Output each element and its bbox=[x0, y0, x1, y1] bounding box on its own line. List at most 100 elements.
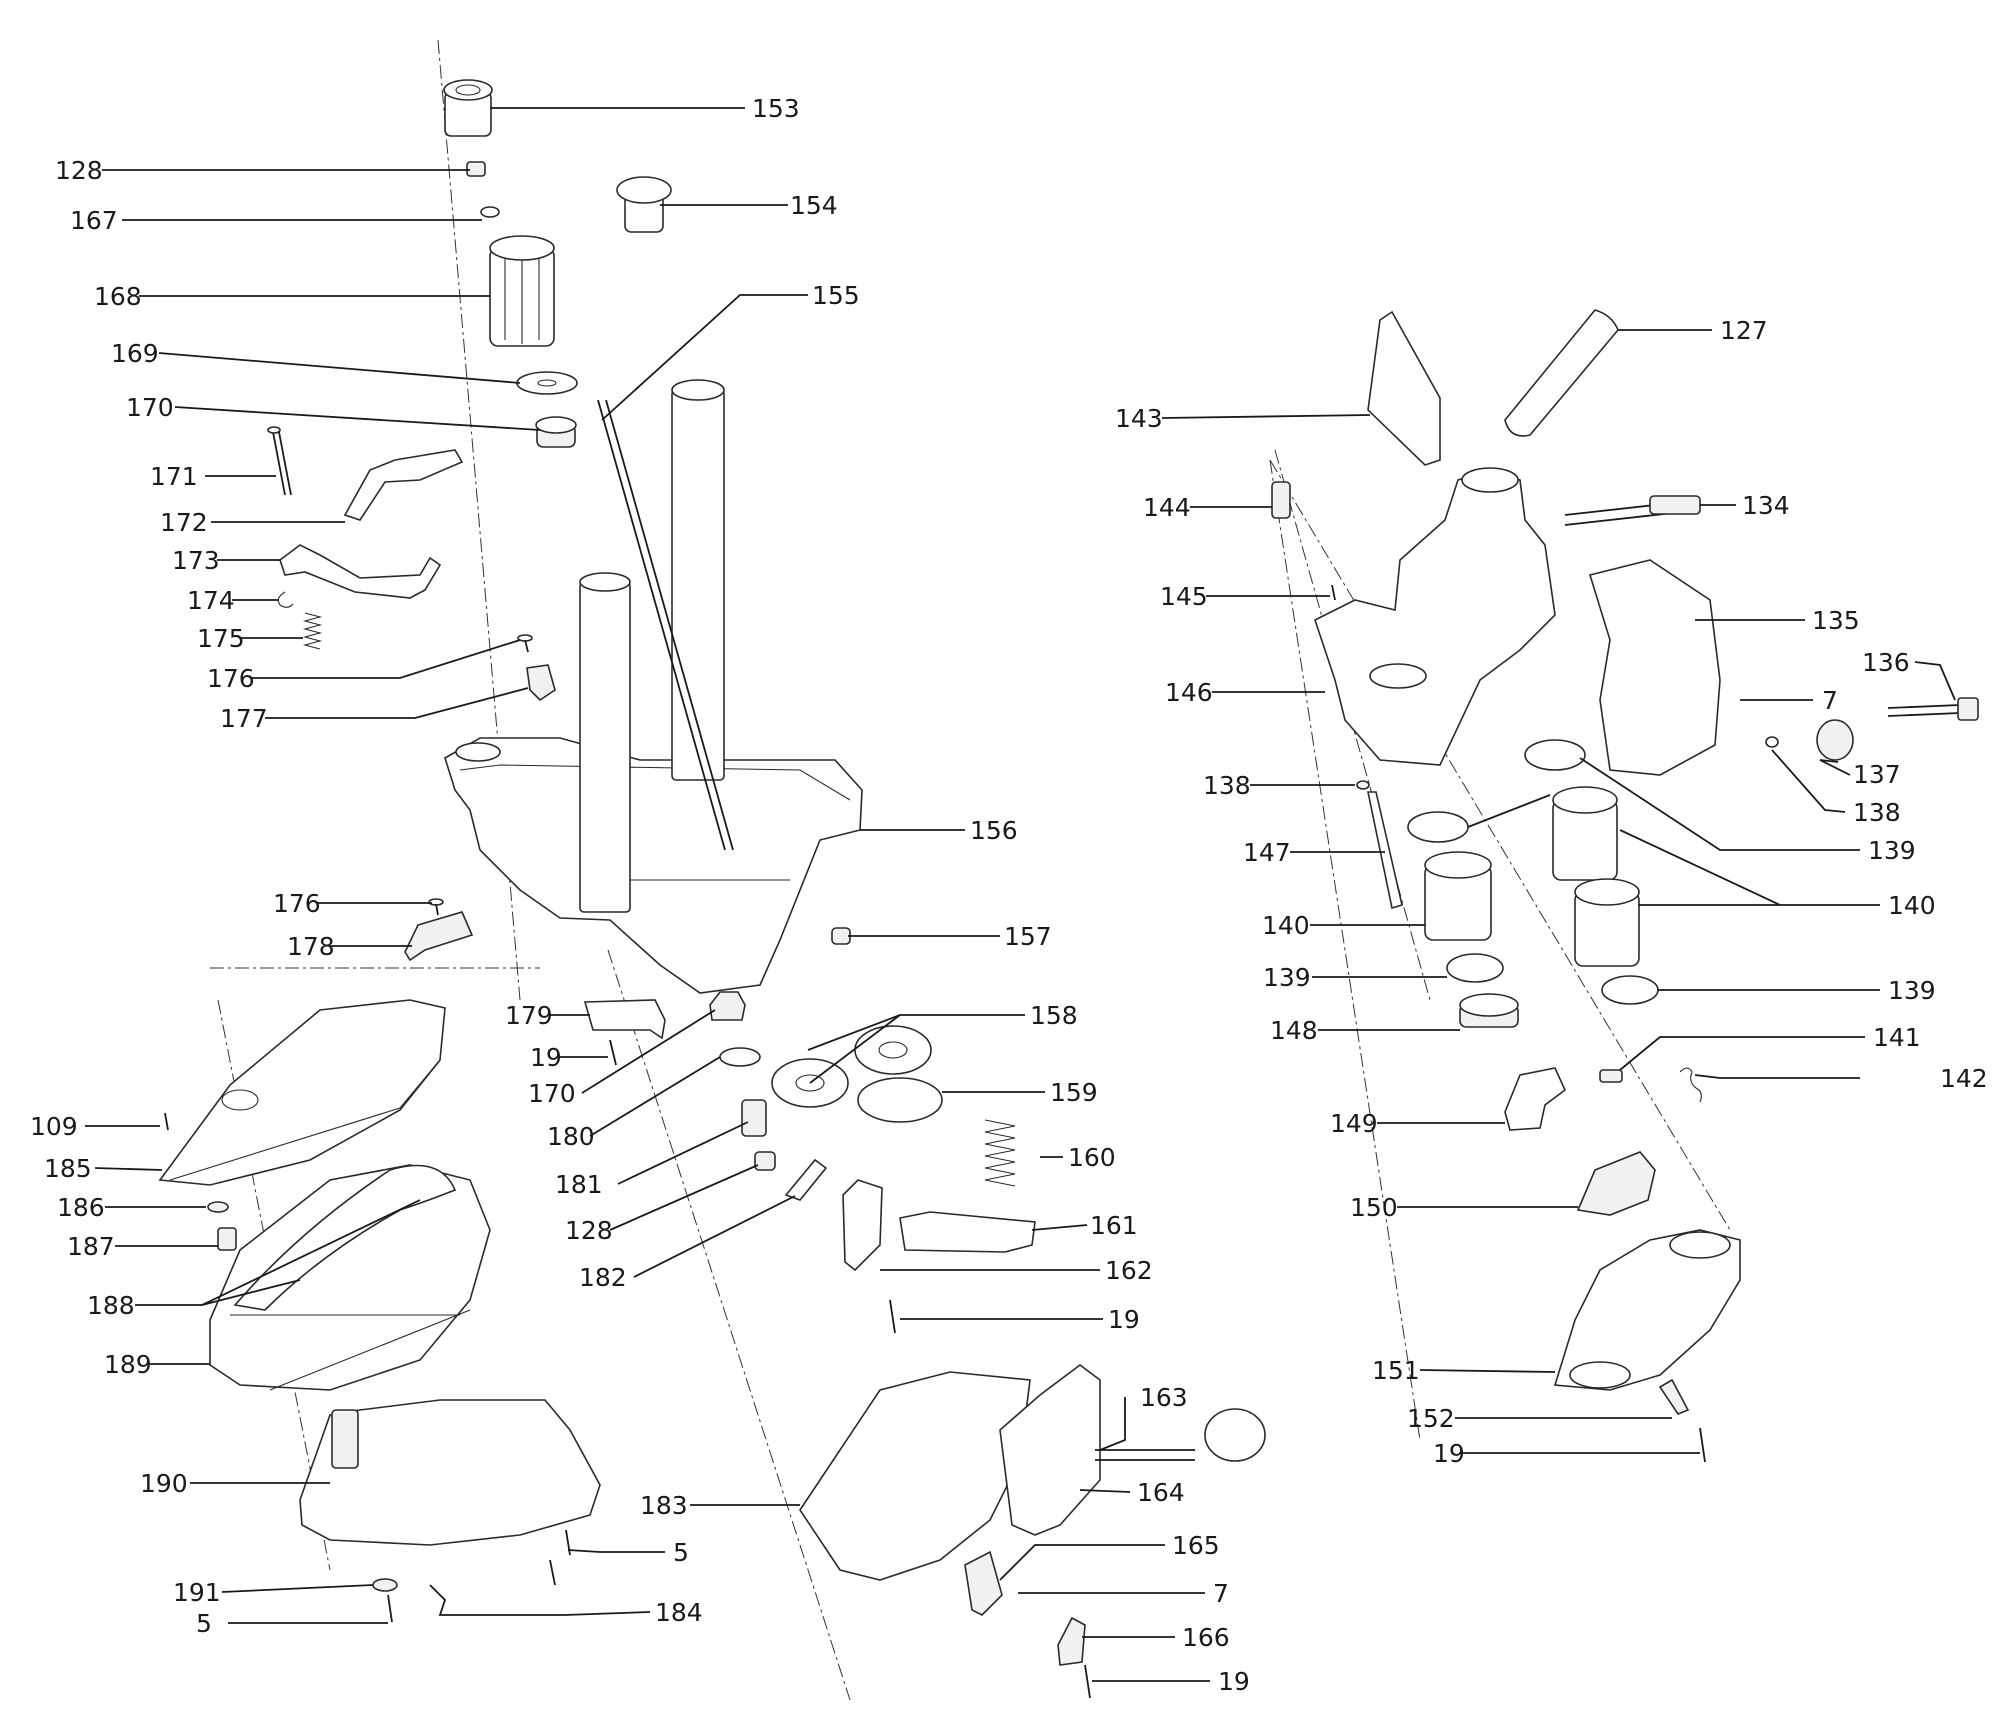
label-184: 184 bbox=[655, 1598, 703, 1627]
label-168: 168 bbox=[94, 282, 142, 311]
part-170-bushing bbox=[535, 416, 577, 448]
part-138-nut-b bbox=[1356, 780, 1370, 790]
label-136: 136 bbox=[1862, 648, 1910, 677]
label-188: 188 bbox=[87, 1291, 135, 1320]
part-140-bearing-c bbox=[1574, 878, 1640, 967]
part-109-screw bbox=[164, 1112, 169, 1131]
part-172-lever bbox=[343, 449, 464, 521]
part-134-pin bbox=[1564, 495, 1701, 526]
label-145: 145 bbox=[1160, 582, 1208, 611]
part-19-screw-c bbox=[1084, 1664, 1091, 1699]
part-174-clip bbox=[277, 591, 294, 608]
part-19-screw-b bbox=[889, 1299, 896, 1334]
label-183: 183 bbox=[640, 1491, 688, 1520]
label-164: 164 bbox=[1137, 1478, 1185, 1507]
label-150: 150 bbox=[1350, 1193, 1398, 1222]
part-164-cover bbox=[999, 1364, 1101, 1536]
part-152-clip bbox=[1658, 1378, 1690, 1415]
part-176-screw-a bbox=[517, 634, 533, 653]
label-146: 146 bbox=[1165, 678, 1213, 707]
label-169: 169 bbox=[111, 339, 159, 368]
part-168-cylinder bbox=[489, 235, 555, 347]
label-139-a: 139 bbox=[1868, 836, 1916, 865]
part-191-washer bbox=[372, 1578, 398, 1592]
part-159-sprocket bbox=[857, 1077, 943, 1123]
label-147: 147 bbox=[1243, 838, 1291, 867]
part-148-bushing bbox=[1459, 993, 1519, 1028]
label-140-b: 140 bbox=[1888, 891, 1936, 920]
part-5-screw-c bbox=[565, 1529, 571, 1556]
part-165-handle bbox=[964, 1550, 1003, 1616]
label-173: 173 bbox=[172, 546, 220, 575]
label-153: 153 bbox=[752, 94, 800, 123]
label-166: 166 bbox=[1182, 1623, 1230, 1652]
label-170-b: 170 bbox=[528, 1079, 576, 1108]
part-136-bolt bbox=[1887, 697, 1979, 721]
label-154: 154 bbox=[790, 191, 838, 220]
part-160-spring bbox=[984, 1119, 1016, 1187]
label-190: 190 bbox=[140, 1469, 188, 1498]
part-162-bracket bbox=[842, 1179, 883, 1272]
leader-lines bbox=[85, 107, 1956, 1682]
part-185-plate bbox=[158, 999, 446, 1186]
label-137: 137 bbox=[1853, 760, 1901, 789]
label-140-a: 140 bbox=[1262, 911, 1310, 940]
label-109: 109 bbox=[30, 1112, 78, 1141]
label-177: 177 bbox=[220, 704, 268, 733]
label-162: 162 bbox=[1105, 1256, 1153, 1285]
part-179-plate bbox=[583, 999, 666, 1040]
label-172: 172 bbox=[160, 508, 208, 537]
part-173-bracket bbox=[279, 544, 442, 599]
part-19-screw-a bbox=[609, 1039, 617, 1066]
label-189: 189 bbox=[104, 1350, 152, 1379]
label-149: 149 bbox=[1330, 1109, 1378, 1138]
part-149-bracket bbox=[1504, 1067, 1566, 1131]
label-163: 163 bbox=[1140, 1383, 1188, 1412]
label-181: 181 bbox=[555, 1170, 603, 1199]
part-175-spring bbox=[302, 612, 323, 650]
part-157-nut bbox=[831, 927, 851, 945]
part-139-ring-a bbox=[1407, 811, 1469, 843]
part-182-rack bbox=[784, 1158, 828, 1201]
label-182: 182 bbox=[579, 1263, 627, 1292]
label-143: 143 bbox=[1115, 404, 1163, 433]
part-183-housing bbox=[799, 1371, 1031, 1581]
label-151: 151 bbox=[1372, 1356, 1420, 1385]
label-139-c: 139 bbox=[1888, 976, 1936, 1005]
label-19-c: 19 bbox=[1218, 1667, 1250, 1696]
part-166-latch bbox=[1057, 1616, 1086, 1666]
part-19-screw-d bbox=[1699, 1427, 1706, 1463]
label-179: 179 bbox=[505, 1001, 553, 1030]
part-163-knob bbox=[1095, 1408, 1266, 1462]
part-190-housing bbox=[299, 1399, 601, 1546]
label-7-b: 7 bbox=[1822, 686, 1838, 715]
label-157: 157 bbox=[1004, 922, 1052, 951]
part-141-pin bbox=[1599, 1069, 1623, 1083]
label-19-a: 19 bbox=[530, 1043, 562, 1072]
part-140-bearing-b bbox=[1552, 786, 1618, 881]
label-5-a: 5 bbox=[196, 1609, 212, 1638]
part-150-switch bbox=[1576, 1151, 1656, 1216]
part-139-ring-b bbox=[1524, 739, 1586, 771]
part-169-washer bbox=[516, 371, 578, 395]
part-167-washer bbox=[480, 206, 500, 218]
part-188-189-turntable bbox=[209, 1164, 491, 1391]
label-134: 134 bbox=[1742, 491, 1790, 520]
part-135-housing bbox=[1588, 559, 1721, 776]
part-176-screw-b bbox=[428, 898, 444, 916]
part-178-bracket bbox=[404, 911, 474, 962]
part-139-ring-c bbox=[1446, 953, 1504, 983]
part-137-knob bbox=[1816, 719, 1854, 761]
label-138-b: 138 bbox=[1203, 771, 1251, 800]
part-153-sleeve bbox=[443, 79, 493, 137]
label-148: 148 bbox=[1270, 1016, 1318, 1045]
part-180-washer bbox=[719, 1047, 761, 1067]
label-178: 178 bbox=[287, 932, 335, 961]
label-128-b: 128 bbox=[565, 1216, 613, 1245]
part-184-hex-key bbox=[429, 1584, 565, 1616]
part-171-pin bbox=[267, 426, 292, 496]
part-142-spring bbox=[1679, 1067, 1702, 1103]
part-shapes bbox=[158, 79, 1979, 1699]
part-139-ring-d bbox=[1601, 975, 1659, 1005]
